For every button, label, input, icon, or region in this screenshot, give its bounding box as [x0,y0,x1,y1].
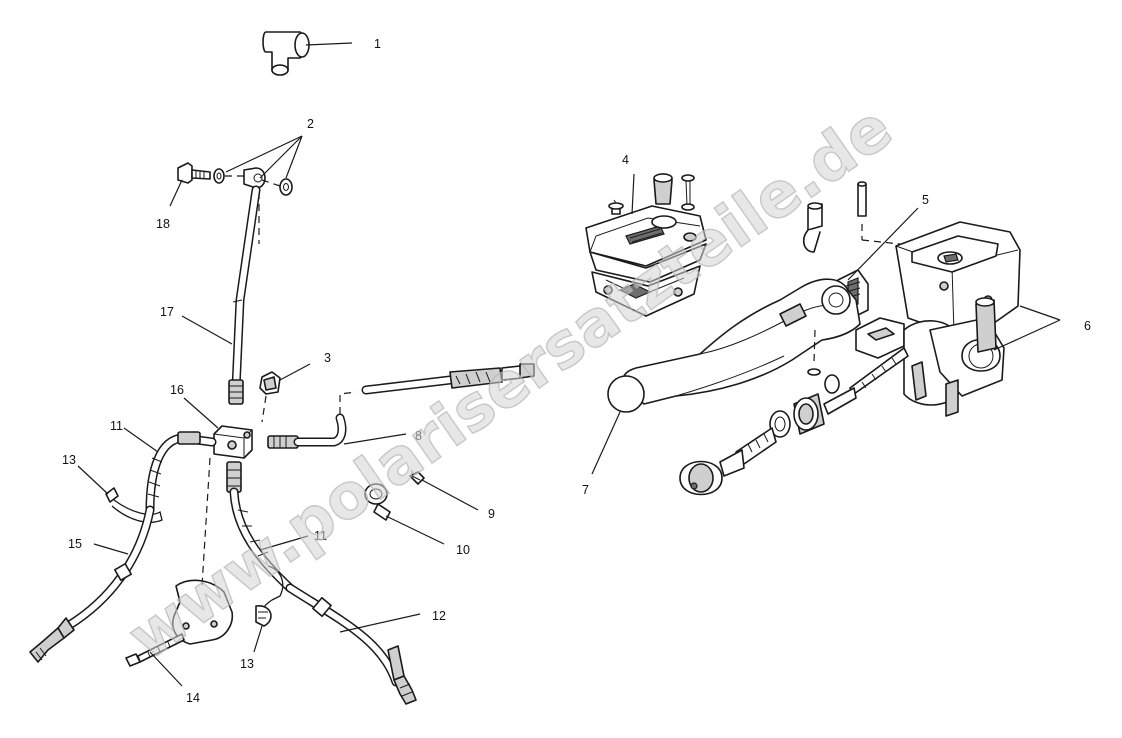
part-8-line-to-master-cylinder [267,363,535,449]
part-14-mounting-bracket [125,457,234,667]
callout-6: 6 [1084,319,1091,333]
callout-8: 8 [415,429,422,443]
callout-16: 16 [170,383,184,397]
callout-labels: 1 2 18 17 3 16 11 8 13 9 15 11 10 12 13 … [62,37,1091,705]
part-18-banjo-bolt [177,162,211,184]
part-17-upper-brake-line [228,185,261,405]
part-9-fitting [409,471,425,485]
part-1-tee-fitting [262,31,310,76]
piston-kit [679,347,909,496]
callout-2: 2 [307,117,314,131]
part-16-distribution-block [213,425,253,459]
part-11-right-hose [226,461,295,593]
part-13-right-clamp [255,565,284,627]
callout-4: 4 [622,153,629,167]
part-15-left-brake-line [29,505,155,663]
callout-11-left: 11 [110,419,123,433]
part-12-right-brake-line [285,583,417,705]
callout-3: 3 [324,351,331,365]
callout-1: 1 [374,37,381,51]
callout-17: 17 [160,305,174,319]
part-4-reservoir-cover [585,173,707,317]
callout-7: 7 [582,483,589,497]
callout-15: 15 [68,537,82,551]
leader-lines [77,42,1061,687]
callout-18: 18 [156,217,170,231]
callout-12: 12 [432,609,446,623]
callout-14: 14 [186,691,200,705]
callout-10: 10 [456,543,470,557]
callout-11-right: 11 [314,529,327,543]
callout-13-right: 13 [240,657,254,671]
part-7-brake-lever [607,278,861,413]
callout-13-left: 13 [62,453,76,467]
part-6-master-cylinder-body [855,221,1021,417]
callout-9: 9 [488,507,495,521]
part-13-left-clamp [105,487,163,523]
part-3-bleeder [259,371,281,423]
callout-5: 5 [922,193,929,207]
part-2-banjo-washers [213,167,293,244]
part-11-left-hose [145,431,217,515]
